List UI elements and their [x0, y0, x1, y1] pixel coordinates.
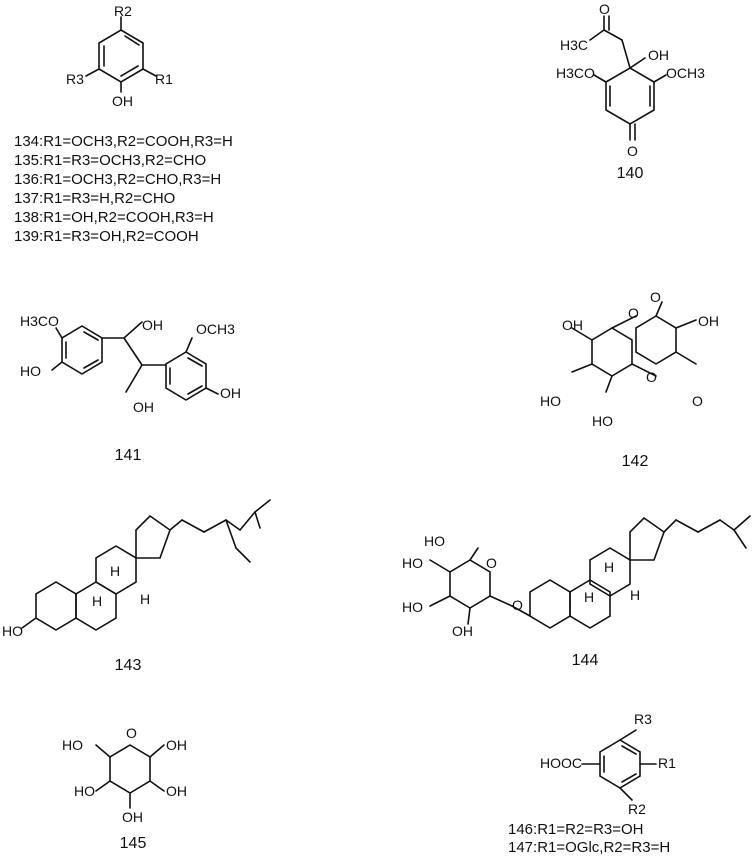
atom-label: HO — [402, 599, 423, 615]
substituent-line: 146:R1=R2=R3=OH — [508, 821, 644, 838]
substituent-line: 138:R1=OH,R2=COOH,R3=H — [14, 209, 214, 226]
atom-label: O — [599, 1, 610, 17]
compound-number: 144 — [572, 652, 599, 669]
structure-145: HO O OH HO OH OH 145 — [62, 725, 187, 852]
atom-label: H — [604, 559, 614, 575]
structure-144: HO HO HO OH O O H H H 144 — [402, 515, 751, 669]
atom-label: H — [92, 593, 102, 609]
atom-label: R3 — [634, 711, 652, 727]
atom-label: H — [140, 591, 150, 607]
atom-label: H3C — [560, 37, 588, 53]
atom-label: H — [110, 563, 120, 579]
structure-146-147: HOOC R3 R1 R2 — [540, 711, 676, 817]
atom-label: O — [650, 289, 661, 305]
atom-label: O — [627, 143, 638, 159]
compound-number: 141 — [115, 447, 142, 464]
structure-134-139: R2 R3 R1 OH — [66, 3, 173, 109]
atom-label: H3CO — [20, 313, 59, 329]
atom-label: R3 — [66, 71, 84, 87]
atom-label: H — [584, 589, 594, 605]
structure-143: HO H H H 143 — [2, 499, 271, 674]
atom-label: HO — [20, 363, 41, 379]
atom-label: OH — [133, 399, 154, 415]
substituent-list-134-139: 134:R1=OCH3,R2=COOH,R3=H 135:R1=R3=OCH3,… — [14, 133, 233, 245]
atom-label: OH — [112, 93, 133, 109]
atom-label: OH — [142, 317, 163, 333]
atom-label: O — [486, 555, 497, 571]
structure-141: H3CO HO OH OCH3 OH OH 141 — [20, 313, 241, 464]
compound-number: 140 — [617, 165, 644, 182]
atom-label: H — [630, 587, 640, 603]
atom-label: OH — [166, 783, 187, 799]
atom-label: OH — [220, 385, 241, 401]
substituent-line: 137:R1=R3=H,R2=CHO — [14, 190, 175, 207]
atom-label: OH — [562, 317, 583, 333]
atom-label: R2 — [628, 801, 646, 817]
atom-label: OCH3 — [196, 321, 235, 337]
atom-label: R1 — [155, 71, 173, 87]
atom-label: R1 — [658, 755, 676, 771]
substituent-line: 139:R1=R3=OH,R2=COOH — [14, 228, 199, 245]
atom-label: O — [692, 393, 703, 409]
atom-label: HOOC — [540, 755, 582, 771]
atom-label: OH — [452, 623, 473, 639]
substituent-line: 147:R1=OGlc,R2=R3=H — [508, 839, 670, 856]
atom-label: R2 — [114, 3, 132, 19]
substituent-line: 135:R1=R3=OCH3,R2=CHO — [14, 152, 206, 169]
compound-number: 145 — [120, 835, 147, 852]
atom-label: HO — [402, 555, 423, 571]
atom-label: OCH3 — [666, 65, 705, 81]
atom-label: HO — [74, 783, 95, 799]
compound-number: 142 — [622, 453, 649, 470]
substituent-list-146-147: 146:R1=R2=R3=OH 147:R1=OGlc,R2=R3=H — [508, 821, 670, 856]
atom-label: OH — [648, 47, 669, 63]
atom-label: HO — [424, 533, 445, 549]
structure-140: O H3C OH H3CO OCH3 O 140 — [556, 1, 705, 182]
atom-label: HO — [540, 393, 561, 409]
structure-142: OH OH O O HO HO O O 142 — [540, 289, 719, 470]
substituent-line: 136:R1=OCH3,R2=CHO,R3=H — [14, 171, 221, 188]
atom-label: OH — [698, 313, 719, 329]
atom-label: O — [126, 725, 137, 741]
atom-label: HO — [592, 413, 613, 429]
atom-label: O — [628, 305, 639, 321]
atom-label: OH — [122, 809, 143, 825]
atom-label: O — [512, 597, 523, 613]
substituent-line: 134:R1=OCH3,R2=COOH,R3=H — [14, 133, 233, 150]
atom-label: HO — [62, 737, 83, 753]
atom-label: HO — [2, 623, 23, 639]
atom-label: O — [646, 369, 657, 385]
atom-label: OH — [166, 737, 187, 753]
compound-number: 143 — [115, 657, 142, 674]
atom-label: H3CO — [556, 65, 595, 81]
